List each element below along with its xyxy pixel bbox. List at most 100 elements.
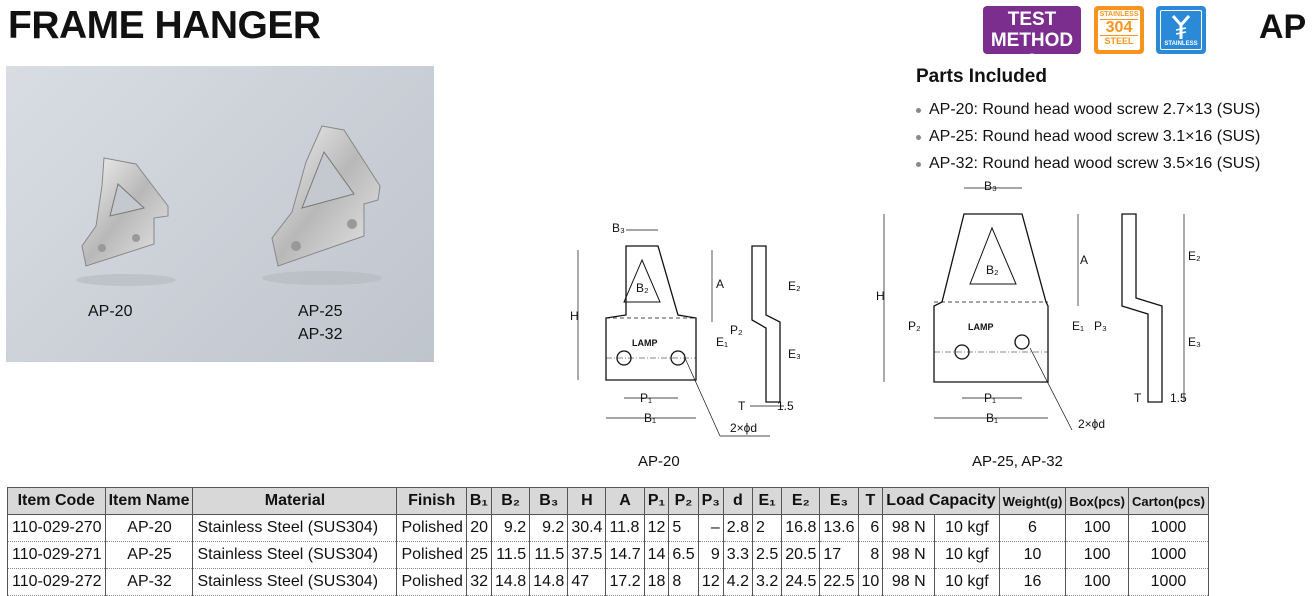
t-value: 1.5 [777, 399, 794, 413]
th-finish: Finish [396, 487, 467, 515]
parts-item: AP-25: Round head wood screw 3.1×16 (SUS… [916, 123, 1260, 150]
caption-ap25-32: AP-25, AP-32 [972, 453, 1063, 470]
th-t: T [857, 487, 884, 515]
th-b2: B₂ [491, 487, 531, 515]
table-cell: 10 [998, 541, 1067, 569]
table-cell: 6.5 [668, 541, 699, 569]
dim-p1: P₁ [640, 391, 652, 405]
table-header-row: Item Code Item Name Material Finish B₁ B… [7, 487, 1209, 515]
dim-e2-large: E₂ [1188, 249, 1201, 263]
th-item-code: Item Code [7, 487, 106, 515]
table-cell: 3.2 [751, 568, 783, 596]
spec-table: Item Code Item Name Material Finish B₁ B… [7, 487, 1209, 596]
parts-included: Parts Included AP-20: Round head wood sc… [916, 66, 1260, 177]
series-code: AP [1259, 8, 1307, 46]
stainless-304-badge: STAINLESS 304 STEEL [1094, 6, 1144, 54]
drawing-ap20: B₃ B₂ H A E₁ P₂ E₂ E₃ P₁ B₁ T LAMP 2×ϕd … [570, 221, 800, 437]
table-cell: 98 N [882, 514, 936, 542]
dim-e2: E₂ [788, 279, 800, 293]
brand-mark-large: LAMP [968, 322, 994, 332]
screw-icon [1171, 15, 1191, 39]
th-b3: B₃ [529, 487, 569, 515]
th-h: H [567, 487, 607, 515]
table-cell: Stainless Steel (SUS304) [192, 514, 398, 542]
table-cell: 3.3 [722, 541, 753, 569]
t-value-large: 1.5 [1170, 391, 1187, 405]
table-cell: 47 [567, 568, 607, 596]
dim-b3: B₃ [612, 221, 625, 235]
table-cell: 11.5 [529, 541, 569, 569]
table-cell: Stainless Steel (SUS304) [192, 568, 398, 596]
table-cell: Polished [396, 514, 467, 542]
th-weight: Weight(g) [998, 487, 1067, 515]
table-cell: 98 N [882, 568, 936, 596]
table-cell: 14.8 [491, 568, 531, 596]
table-cell: 9 [697, 541, 724, 569]
table-cell: 11.8 [605, 514, 645, 542]
dim-t-large: T [1134, 391, 1142, 405]
th-p2: P₂ [668, 487, 699, 515]
table-cell: Polished [396, 541, 467, 569]
table-cell: Stainless Steel (SUS304) [192, 541, 398, 569]
dim-h: H [570, 309, 579, 323]
photo-label-ap32: AP-32 [298, 326, 343, 343]
table-cell: 98 N [882, 541, 936, 569]
table-cell: 14.7 [605, 541, 645, 569]
caption-ap20: AP-20 [638, 453, 680, 470]
photo-label-ap20: AP-20 [88, 303, 133, 320]
table-cell: 2.8 [722, 514, 753, 542]
dim-b1: B₁ [644, 411, 656, 425]
dim-e3-large: E₃ [1188, 335, 1201, 349]
hanger-photo-image [76, 125, 382, 286]
dim-a-large: A [1080, 253, 1088, 267]
table-cell: AP-20 [104, 514, 194, 542]
table-cell: 24.5 [781, 568, 821, 596]
dim-p2: P₂ [730, 323, 743, 337]
table-cell: – [697, 514, 724, 542]
dim-h-large: H [876, 289, 885, 303]
table-cell: 110-029-271 [7, 541, 106, 569]
th-p1: P₁ [643, 487, 670, 515]
dim-a: A [716, 277, 724, 291]
th-p3: P₃ [697, 487, 724, 515]
table-cell: 32 [465, 568, 493, 596]
photo-label-ap25: AP-25 [298, 303, 343, 320]
table-cell: 2.5 [751, 541, 783, 569]
brand-mark: LAMP [632, 338, 658, 348]
dim-p3-large: P₃ [1094, 319, 1107, 333]
table-cell: 4.2 [722, 568, 753, 596]
dim-p2-large: P₂ [908, 319, 921, 333]
table-cell: 25 [465, 541, 493, 569]
table-cell: 22.5 [819, 568, 859, 596]
table-cell: 12 [643, 514, 670, 542]
table-cell: 100 [1065, 568, 1129, 596]
table-cell: 17.2 [605, 568, 645, 596]
th-item-name: Item Name [104, 487, 194, 515]
th-d: d [722, 487, 753, 515]
table-cell: 5 [668, 514, 699, 542]
test-method-badge: TEST METHOD 3 [983, 6, 1081, 72]
stainless-screw-badge: STAINLESS [1156, 6, 1206, 54]
th-e3: E₃ [819, 487, 859, 515]
table-cell: 6 [998, 514, 1067, 542]
table-cell: 6 [857, 514, 884, 542]
page-title: FRAME HANGER [8, 4, 321, 47]
table-cell: 14 [643, 541, 670, 569]
table-cell: 13.6 [819, 514, 859, 542]
dim-b2: B₂ [636, 281, 649, 295]
table-cell: 9.2 [529, 514, 569, 542]
th-e1: E₁ [751, 487, 783, 515]
dim-e1-large: E₁ [1072, 319, 1084, 333]
dim-p1-large: P₁ [984, 391, 996, 405]
table-cell: 9.2 [491, 514, 531, 542]
th-b1: B₁ [465, 487, 493, 515]
table-cell: 12 [697, 568, 724, 596]
dim-e1: E₁ [716, 335, 728, 349]
hole-note-large: 2×ϕd [1078, 417, 1105, 430]
dim-e3: E₃ [788, 347, 800, 361]
th-carton: Carton(pcs) [1127, 487, 1209, 515]
table-cell: 14.8 [529, 568, 569, 596]
th-load-capacity: Load Capacity [882, 487, 1000, 515]
